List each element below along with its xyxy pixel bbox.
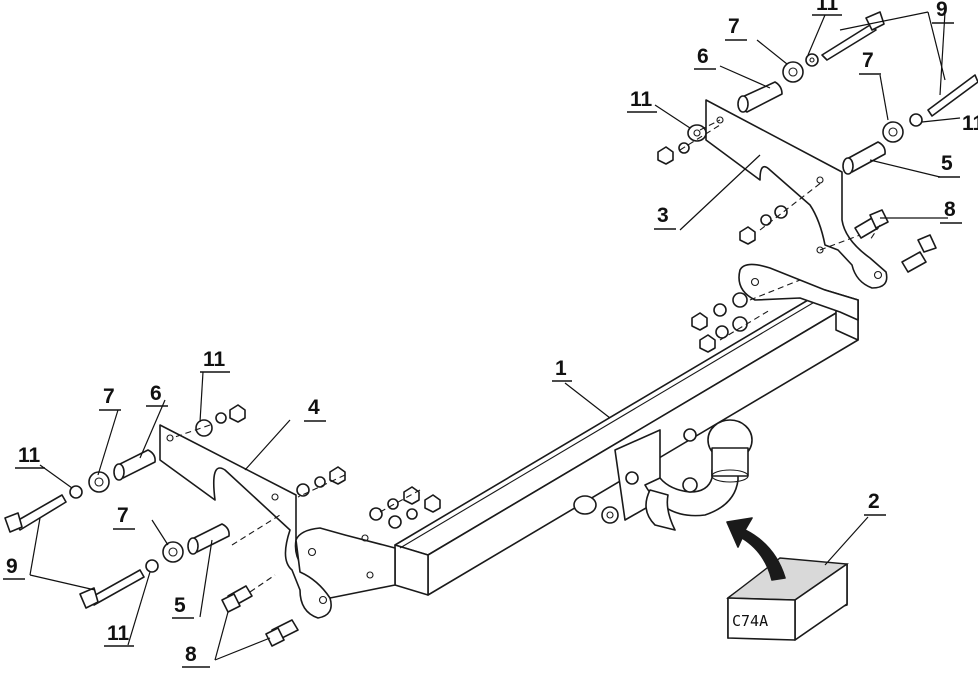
crossbar — [394, 289, 859, 596]
label-part-7-lower: 7 — [117, 504, 129, 527]
label-part-5-left: 5 — [174, 594, 186, 617]
label-part-8-right: 8 — [944, 198, 956, 221]
label-part-9-left: 9 — [6, 555, 18, 578]
label-part-2: 2 — [868, 490, 880, 513]
label-part-9-top: 9 — [936, 0, 948, 21]
label-part-11-left-plate: 11 — [203, 348, 226, 371]
label-part-11-right: 11 — [962, 112, 978, 135]
leader-lines — [29, 11, 961, 661]
label-part-8-left: 8 — [185, 643, 197, 666]
label-part-7-left: 7 — [103, 385, 115, 408]
label-part-6-left: 6 — [150, 382, 162, 405]
label-part-11-right-plate: 11 — [630, 88, 653, 111]
right-bracket-plate — [705, 99, 888, 321]
kit-code: C74A — [732, 612, 768, 630]
label-part-11-left: 11 — [18, 444, 41, 467]
label-part-7-top: 7 — [728, 15, 740, 38]
towball-assembly — [573, 419, 753, 531]
label-part-3: 3 — [657, 204, 669, 227]
label-part-11-lower: 11 — [107, 622, 130, 645]
label-part-11-top: 11 — [816, 0, 839, 15]
left-bracket-plate — [159, 424, 396, 619]
label-part-1: 1 — [555, 357, 567, 380]
label-part-5-right: 5 — [941, 152, 953, 175]
label-part-6-right: 6 — [697, 45, 709, 68]
part-labels: 1 2 3 4 5 5 6 6 7 7 7 7 8 8 9 9 11 11 — [3, 0, 978, 668]
right-hardware — [657, 11, 978, 353]
label-part-7-right: 7 — [862, 49, 874, 72]
electrical-kit-box: C74A — [726, 557, 849, 641]
left-hardware — [4, 404, 441, 647]
label-part-4: 4 — [308, 396, 320, 419]
curved-arrow-icon — [726, 517, 786, 581]
